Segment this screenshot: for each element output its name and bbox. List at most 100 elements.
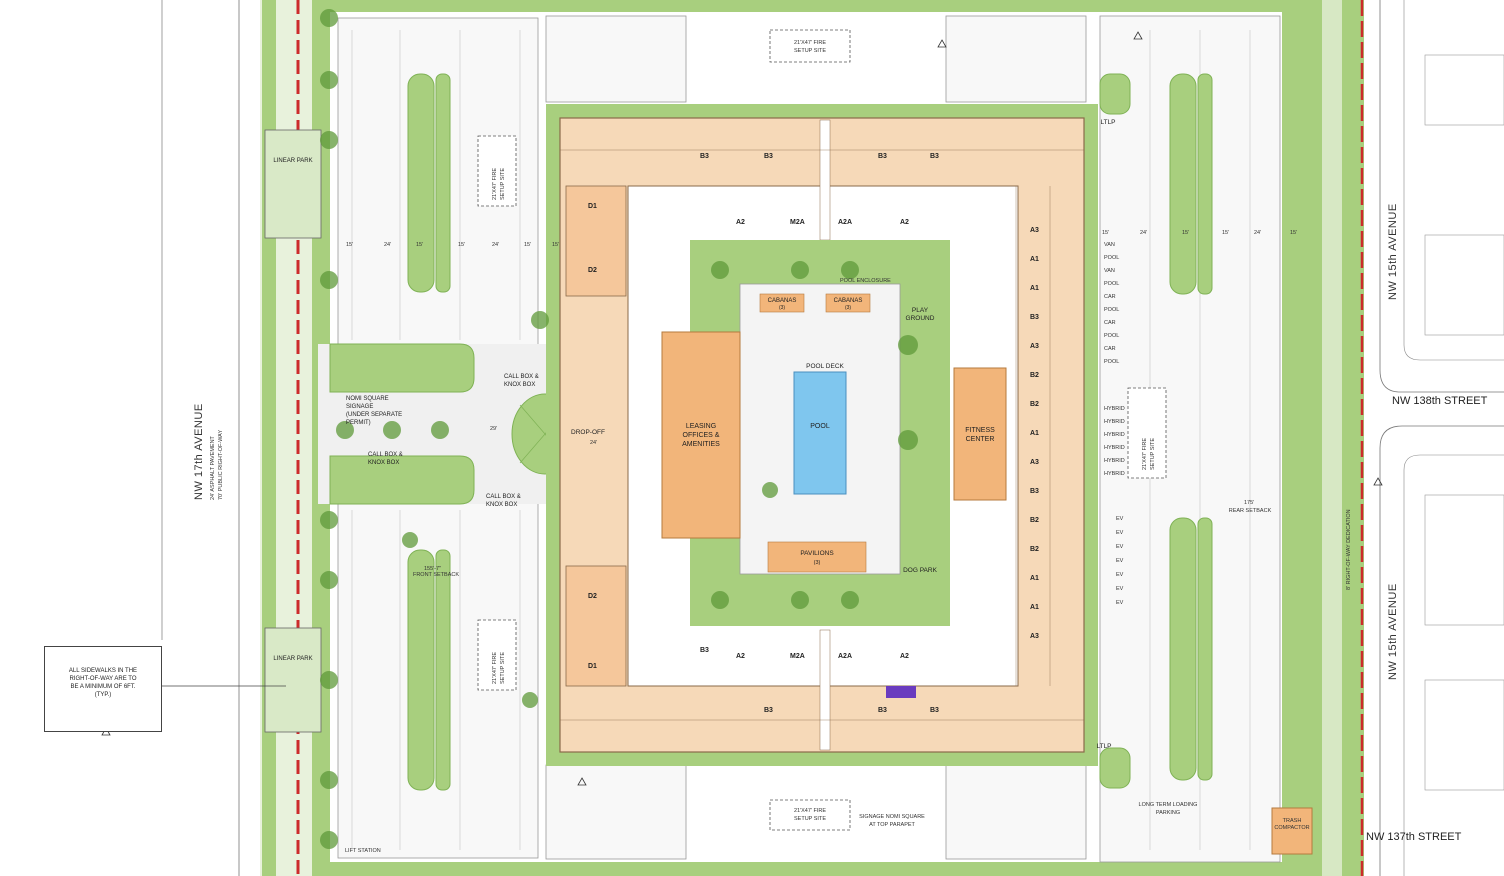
cabanas-right-shape [825, 293, 871, 313]
unit-east-label: B3 [1030, 314, 1039, 321]
linear-park-bottom-label: LINEAR PARK [273, 656, 312, 662]
hybrid-tag: HYBRID [1104, 432, 1125, 438]
callbox-1-line2: KNOX BOX [504, 382, 535, 388]
unit-w-b-1: D2 [588, 593, 597, 600]
nomi-signage-2: SIGNAGE [346, 404, 373, 410]
van-pool-tag: POOL [1104, 333, 1119, 339]
front-setback-label: FRONT SETBACK [413, 572, 459, 578]
cabanas-right-label: CABANAS [834, 298, 863, 304]
unit-n-l-3: B3 [764, 153, 773, 160]
nomi-signage-3: (UNDER SEPARATE [346, 412, 402, 418]
unit-w-t-2: D2 [588, 267, 597, 274]
signage-bottom-1: SIGNAGE NOMI SQUARE [859, 814, 925, 820]
unit-s-r-3: A2 [900, 653, 909, 660]
west-street-label: NW 17th AVENUE [193, 403, 205, 500]
playground-label-1: PLAY [912, 307, 929, 314]
van-pool-tag: POOL [1104, 255, 1119, 261]
ltlp-bottom: LTLP [1096, 743, 1111, 750]
hybrid-tag: HYBRID [1104, 419, 1125, 425]
dim-drive-top-3: 15' [416, 242, 423, 248]
dim-drive-right-5: 24' [1254, 230, 1261, 236]
hybrid-tag: HYBRID [1104, 458, 1125, 464]
unit-east-label: A1 [1030, 256, 1039, 263]
hybrid-tag: HYBRID [1104, 445, 1125, 451]
unit-east-label: A1 [1030, 285, 1039, 292]
unit-s-l-3: B3 [764, 707, 773, 714]
unit-labels: B3 A2 B3 M2A A2A B3 A2 B3 B3 A2 B3 M2A A… [588, 153, 939, 714]
ltlp-top: LTLP [1100, 119, 1115, 126]
ev-tag: EV [1116, 558, 1124, 564]
unit-east-label: B2 [1030, 401, 1039, 408]
signage-bottom-2: AT TOP PARAPET [869, 822, 915, 828]
van-pool-tag: VAN [1104, 242, 1115, 248]
callout-line-3: BE A MINIMUM OF 6FT. [70, 684, 136, 691]
hybrid-tag: HYBRID [1104, 406, 1125, 412]
unit-w-b-2: D1 [588, 663, 597, 670]
warning-icon [937, 39, 947, 48]
pool-label: POOL [810, 423, 830, 430]
ev-tag: EV [1116, 572, 1124, 578]
warning-icon [1133, 31, 1143, 40]
leasing-label-2: OFFICES & [683, 432, 720, 439]
fire-setup-left-top-box [477, 135, 517, 207]
ev-tag: EV [1116, 586, 1124, 592]
callbox-2-line2: KNOX BOX [368, 460, 399, 466]
callbox-3-line2: KNOX BOX [486, 502, 517, 508]
unit-east-label: A3 [1030, 227, 1039, 234]
dropoff-label: DROP-OFF [571, 429, 605, 436]
west-street-sub2: 70' PUBLIC RIGHT-OF-WAY [218, 430, 224, 500]
dim-drive-right-6: 15' [1290, 230, 1297, 236]
linear-park-top-label: LINEAR PARK [273, 158, 312, 164]
van-pool-tag: POOL [1104, 359, 1119, 365]
ev-tag: EV [1116, 516, 1124, 522]
nomi-signage-4: PERMIT) [346, 420, 371, 426]
cabanas-left-count: (3) [779, 305, 785, 311]
dim-drive-top-2: 24' [384, 242, 391, 248]
linear-park-top [264, 129, 322, 239]
fire-bottom-2: SETUP SITE [794, 816, 826, 822]
fitness-building [953, 367, 1007, 501]
van-pool-tag: CAR [1104, 294, 1116, 300]
unit-w-t-1: D1 [588, 203, 597, 210]
fire-left-top-2: SETUP SITE [500, 168, 506, 200]
dim-drive-right-2: 24' [1140, 230, 1147, 236]
fire-setup-right-box [1127, 387, 1167, 479]
south-east-street-label: NW 137th STREET [1366, 831, 1462, 843]
amenity-deck [739, 283, 901, 575]
unit-s-r-1: A2A [838, 653, 852, 660]
ev-tag: EV [1116, 600, 1124, 606]
amenity-labels: LEASING OFFICES & AMENITIES FITNESS CENT… [682, 278, 995, 574]
fire-bottom-1: 21'X47' FIRE [794, 808, 826, 814]
rear-setback-label: REAR SETBACK [1229, 508, 1272, 514]
unit-east-label: A3 [1030, 633, 1039, 640]
callbox-1-line1: CALL BOX & [504, 374, 539, 380]
pool-enclosure-label: POOL ENCLOSURE [840, 278, 891, 284]
ev-block [886, 686, 916, 698]
dog-park-label: DOG PARK [903, 567, 937, 574]
dim-drive-top-1: 15' [346, 242, 353, 248]
van-pool-tag: POOL [1104, 281, 1119, 287]
pavilions-count: (3) [814, 560, 821, 566]
fitness-label-1: FITNESS [965, 427, 995, 434]
leasing-building [661, 331, 741, 539]
fire-right-1: 21'X47' FIRE [1142, 438, 1148, 470]
fire-left-bottom-1: 21'X47' FIRE [492, 652, 498, 684]
dim-drive-top-4: 15' [458, 242, 465, 248]
unit-n-r-4: B3 [930, 153, 939, 160]
callout-line-2: RIGHT-OF-WAY ARE TO [69, 676, 137, 683]
leasing-label-1: LEASING [686, 423, 716, 430]
cabanas-right-count: (3) [845, 305, 851, 311]
pavilions-shape [767, 541, 867, 573]
dim-drive-right-3: 15' [1182, 230, 1189, 236]
unit-s-l-1: B3 [700, 647, 709, 654]
callbox-3-line1: CALL BOX & [486, 494, 521, 500]
east-street-upper-label: NW 15th AVENUE [1387, 203, 1399, 300]
dim-entry-24: 24' [590, 440, 597, 446]
fire-top-2: SETUP SITE [794, 48, 826, 54]
fire-setup-bottom-box [769, 799, 851, 831]
dim-drive-top-5: 24' [492, 242, 499, 248]
pool-shape [793, 371, 847, 495]
